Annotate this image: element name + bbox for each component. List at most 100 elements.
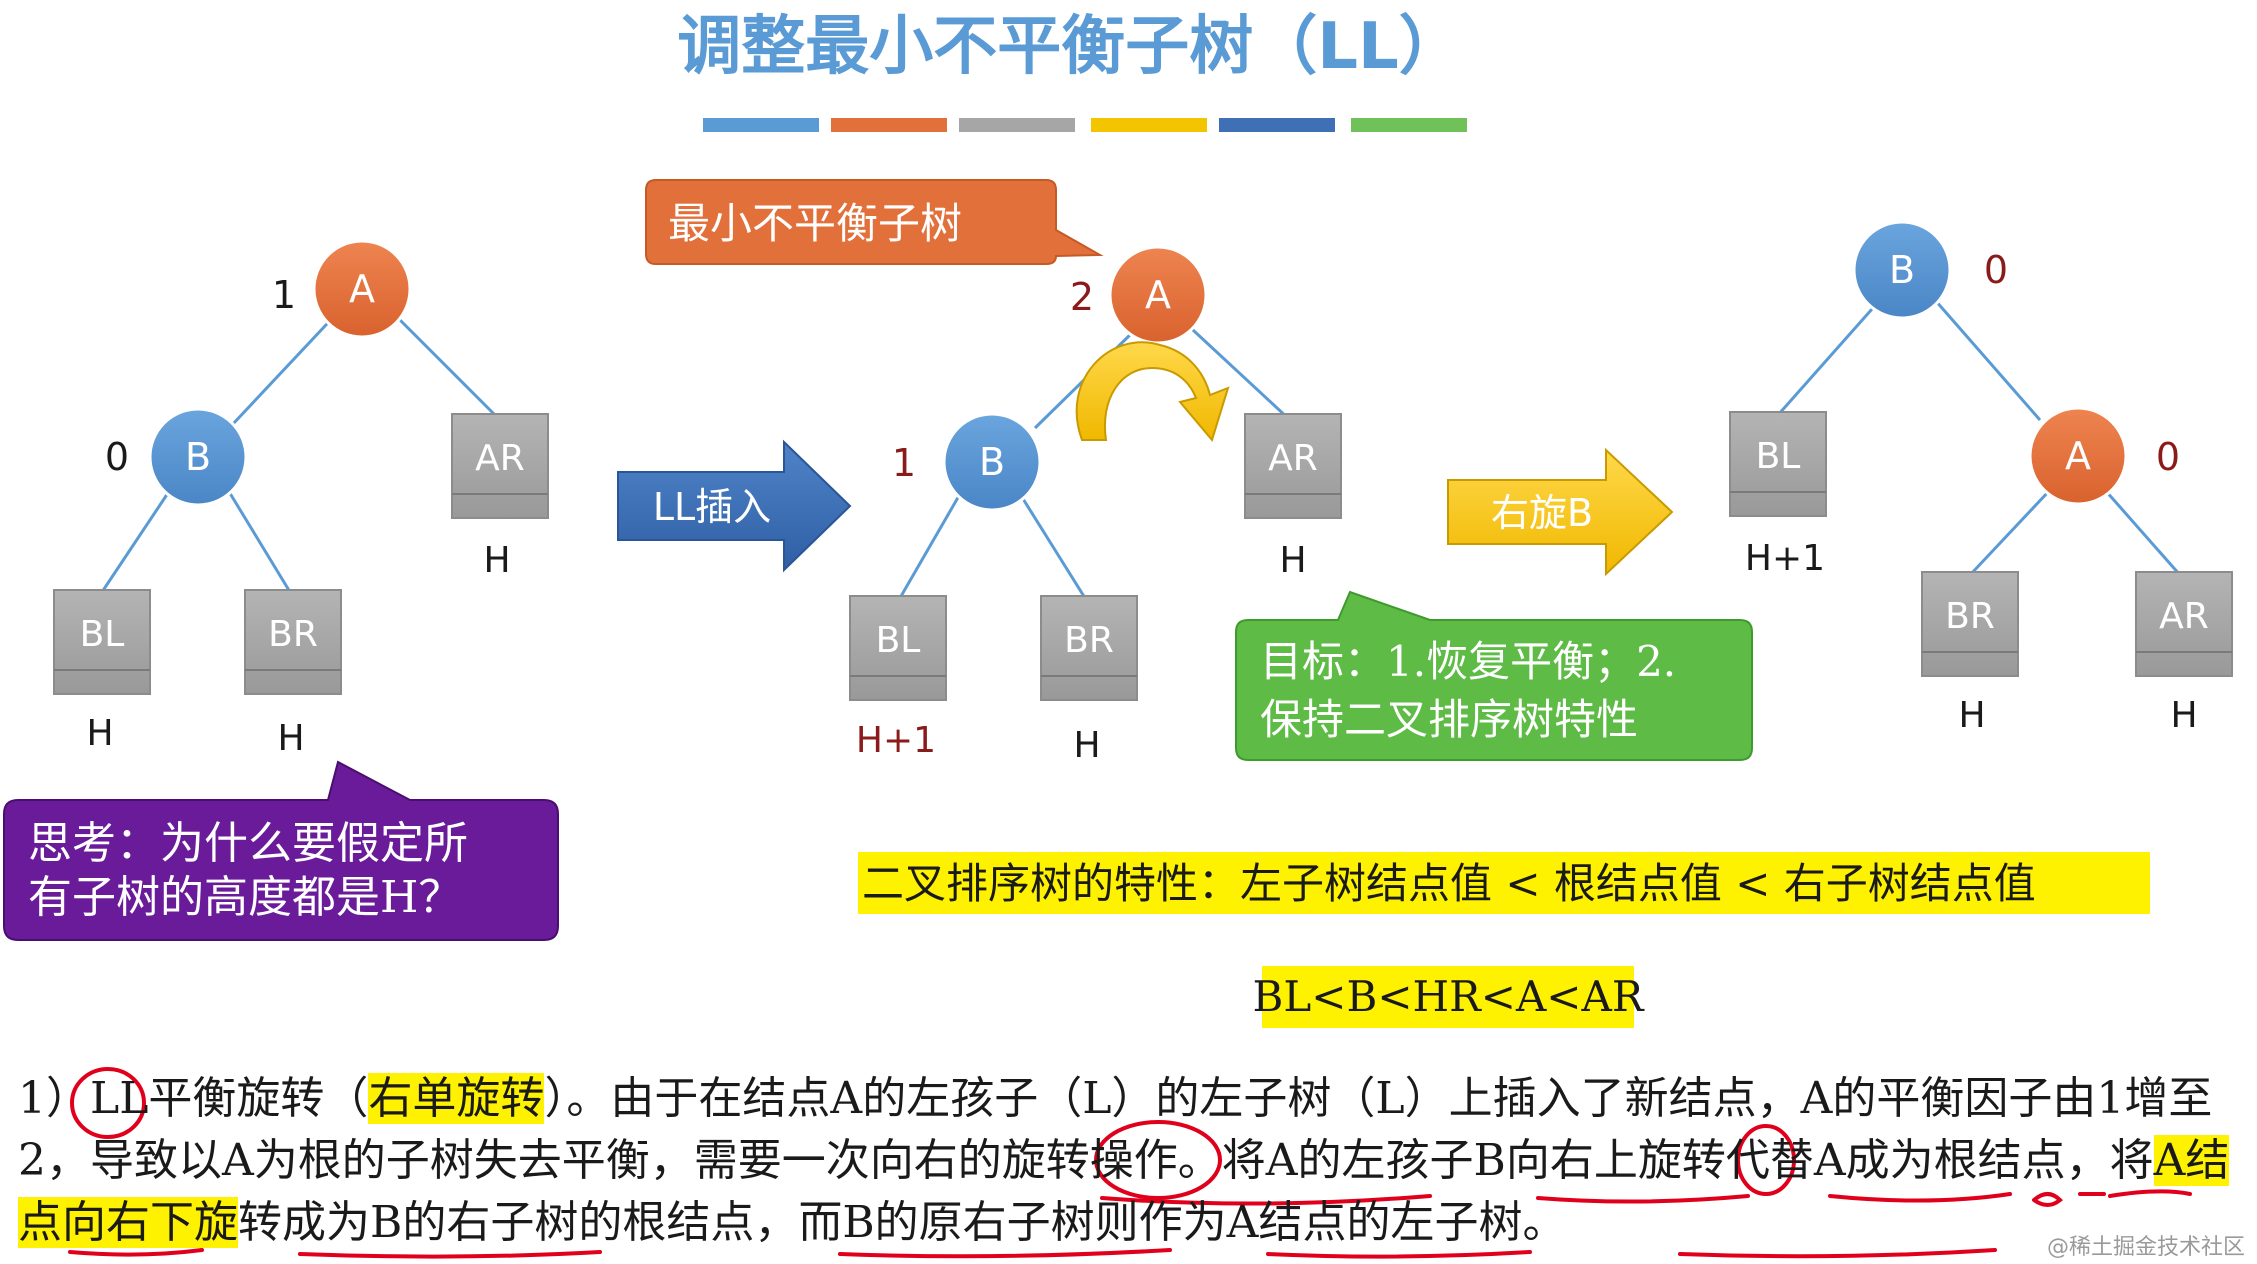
callout-goal-line2: 保持二叉排序树特性	[1260, 695, 1638, 744]
annotation-underline	[1100, 1194, 1432, 1206]
callout-think-line2: 有子树的高度都是H？	[28, 872, 462, 923]
ll-insert-arrow-shape	[617, 439, 852, 573]
tree-edge	[388, 308, 497, 417]
subtree-label-ar: AR	[475, 438, 525, 479]
node-b	[942, 412, 1042, 512]
title-stripe	[1091, 118, 1207, 132]
height-label-ar: H	[483, 540, 510, 581]
subtree-box-br	[1040, 595, 1138, 701]
page-title: 调整最小不平衡子树（LL）	[677, 10, 1463, 84]
annotation-underline	[2108, 1189, 2192, 1198]
bst-property-highlight	[858, 852, 2150, 914]
title-stripe	[1351, 118, 1467, 132]
subtree-label-ar: AR	[2159, 596, 2209, 637]
height-label-ar: H	[2170, 695, 2197, 736]
tree-edge	[898, 493, 962, 599]
subtree-box-bl	[53, 589, 151, 695]
annotation-underline	[838, 1248, 1172, 1259]
tree-before-insert: A 1 B 0 AR H BL H BR H	[53, 239, 549, 759]
callout-shape	[645, 179, 1104, 265]
subtree-box-ar	[451, 413, 549, 519]
height-label-br: H	[1958, 695, 1985, 736]
height-label-bl: H+1	[856, 720, 936, 761]
height-label-ar: H	[1279, 540, 1306, 581]
tree-edge	[226, 489, 292, 593]
title-stripe	[703, 118, 819, 132]
subtree-label-bl: BL	[876, 620, 921, 661]
tree-edge	[1933, 299, 2042, 421]
red-annotations	[68, 1067, 2192, 1259]
subtree-box-br	[244, 589, 342, 695]
subtree-box-ar	[1244, 413, 1342, 519]
callout-shape	[1235, 590, 1753, 761]
node-a	[312, 239, 412, 339]
callout-think: 思考：为什么要假定所 有子树的高度都是H？	[3, 760, 559, 941]
rotate-right-arrow: 右旋B	[1447, 447, 1674, 577]
callout-min-unbalanced-subtree: 最小不平衡子树	[645, 179, 1104, 265]
balance-factor-a: 0	[2156, 435, 2180, 479]
callout-min-unbalanced-subtree-text: 最小不平衡子树	[668, 199, 962, 248]
annotation-mark	[2032, 1192, 2063, 1207]
subtree-label-bl: BL	[1756, 436, 1801, 477]
tree-edge	[1776, 299, 1882, 416]
subtree-box-br	[1921, 571, 2019, 677]
annotation-underline	[1536, 1194, 1750, 1204]
explanation-paragraph: 1）LL平衡旋转（右单旋转）。由于在结点A的左孩子（L）的左子树（L）上插入了新…	[18, 1068, 2233, 1254]
node-b-label: B	[185, 435, 211, 479]
paragraph-part: 1）LL平衡旋转（	[18, 1073, 369, 1124]
height-label-br: H	[277, 718, 304, 759]
annotation-underline	[68, 1248, 204, 1257]
title-stripes	[703, 118, 1467, 132]
height-label-br: H	[1073, 725, 1100, 766]
node-b	[1852, 220, 1952, 320]
node-b	[148, 407, 248, 507]
paragraph-part: ）。由于在结点A的左孩子（L）的左子树（L）上插入了新结点，A的平衡因子由1增至…	[18, 1073, 2213, 1186]
callout-goal: 目标：1.恢复平衡；2. 保持二叉排序树特性	[1235, 590, 1753, 761]
subtree-label-bl: BL	[80, 614, 125, 655]
annotation-underline	[1828, 1192, 2012, 1203]
annotation-underline	[1678, 1248, 1997, 1259]
title-stripe	[1219, 118, 1335, 132]
balance-factor-b: 0	[1984, 248, 2008, 292]
node-b-label: B	[1889, 248, 1915, 292]
ll-insert-arrow: LL插入	[617, 439, 852, 573]
height-label-bl: H+1	[1745, 538, 1825, 579]
tree-edge	[1018, 493, 1087, 599]
tree-edge	[230, 308, 342, 427]
annotation-circle-b	[1736, 1124, 1796, 1196]
bst-property-text: 二叉排序树的特性：左子树结点值 < 根结点值 < 右子树结点值	[862, 859, 2036, 908]
tree-after-rotation: B 0 A 0 BL H+1 BR H AR H	[1729, 220, 2233, 736]
subtree-box-bl	[849, 595, 947, 701]
subtree-label-br: BR	[1945, 596, 1995, 637]
subtree-label-br: BR	[1064, 620, 1114, 661]
ll-insert-arrow-label: LL插入	[653, 485, 771, 529]
node-a	[2028, 406, 2128, 506]
rotation-arrow-icon	[1075, 341, 1230, 443]
height-label-bl: H	[86, 713, 113, 754]
callout-shape	[3, 760, 559, 941]
subtree-label-br: BR	[268, 614, 318, 655]
tree-edge	[1178, 316, 1292, 422]
tree-edge	[1968, 488, 2052, 577]
balance-factor-a: 1	[272, 273, 296, 317]
balance-factor-b: 0	[105, 435, 129, 479]
watermark: @稀土掘金技术社区	[2047, 1235, 2245, 1260]
annotation-circle-direction	[1094, 1120, 1222, 1200]
tree-edge	[100, 489, 172, 593]
title-stripe	[831, 118, 947, 132]
tree-edge	[2103, 489, 2182, 576]
paragraph-highlight-right-single-rotation: 右单旋转	[368, 1073, 545, 1124]
subtree-label-ar: AR	[1268, 438, 1318, 479]
node-b-label: B	[979, 440, 1005, 484]
subtree-box-ar	[2135, 571, 2233, 677]
paragraph-part: 转成为B的右子树的根结点，而B的原右子树则作为A结点的左子树。	[238, 1197, 1567, 1248]
callout-goal-line1: 目标：1.恢复平衡；2.	[1260, 637, 1676, 686]
node-a-label: A	[349, 267, 375, 311]
callout-think-line1: 思考：为什么要假定所	[28, 818, 468, 869]
rotate-right-arrow-label: 右旋B	[1491, 491, 1593, 535]
subtree-box-bl	[1729, 411, 1827, 517]
annotation-underline	[298, 1250, 602, 1259]
balance-factor-a: 2	[1070, 275, 1094, 319]
rotate-right-arrow-shape	[1447, 447, 1674, 577]
annotation-underline	[1266, 1250, 1532, 1259]
